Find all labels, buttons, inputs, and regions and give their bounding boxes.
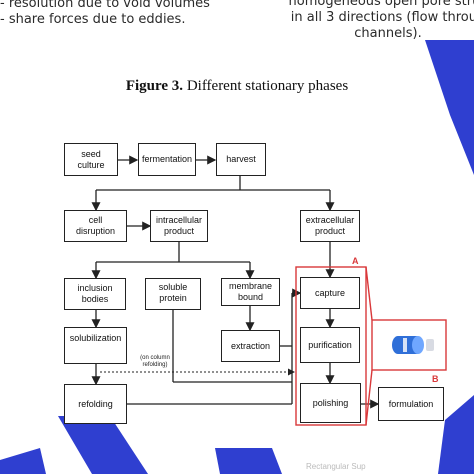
- figure-caption-text: Different stationary phases: [183, 78, 349, 94]
- connectors: [91, 155, 380, 409]
- node-intracellular-product: intracellular product: [150, 210, 208, 242]
- node-refolding: refolding: [64, 384, 127, 424]
- label-b: B: [432, 374, 439, 384]
- node-solubilization: solubilization: [64, 327, 127, 364]
- node-inclusion-bodies: inclusion bodies: [64, 278, 126, 310]
- node-cell-disruption: cell disruption: [64, 210, 127, 242]
- monolith-column-icon: [392, 336, 434, 354]
- top-right-line-2: in all 3 directions (flow throug: [290, 10, 474, 25]
- node-fermentation: fermentation: [138, 143, 196, 176]
- node-purification: purification: [300, 327, 360, 363]
- highlight-group-a: [295, 266, 373, 426]
- top-right-text: homogeneous open pore struc in all 3 dir…: [288, 0, 474, 42]
- node-formulation: formulation: [378, 387, 444, 421]
- node-membrane-bound: membrane bound: [221, 278, 280, 306]
- node-harvest: harvest: [216, 143, 266, 176]
- node-seed-culture: seed culture: [64, 143, 118, 176]
- node-extracellular-product: extracellular product: [300, 210, 360, 242]
- watermark-band-bottom: [0, 416, 282, 474]
- node-capture: capture: [300, 277, 360, 309]
- watermark-band-right-lower: [438, 395, 474, 474]
- highlight-connector-bottom: [365, 369, 373, 426]
- figure-caption-label: Figure 3.: [125, 78, 184, 94]
- label-a: A: [352, 256, 359, 266]
- node-polishing: polishing: [300, 383, 361, 423]
- top-left-line-1: - resolution due to void volumes: [0, 0, 210, 11]
- top-left-line-2: - share forces due to eddies.: [0, 12, 186, 27]
- top-right-line-3: channels).: [354, 26, 422, 41]
- top-right-line-1: homogeneous open pore struc: [288, 0, 474, 9]
- watermark-band-right: [425, 40, 474, 175]
- footer-faint-text: Rectangular Sup: [306, 462, 366, 471]
- on-column-refolding-note: (on column refolding): [140, 355, 170, 368]
- top-left-text: - resolution due to void volumes - share…: [0, 0, 210, 28]
- node-extraction: extraction: [221, 330, 280, 362]
- highlight-connector-top: [365, 266, 373, 321]
- node-soluble-protein: soluble protein: [145, 278, 201, 310]
- figure-caption: Figure 3. Different stationary phases: [0, 78, 474, 95]
